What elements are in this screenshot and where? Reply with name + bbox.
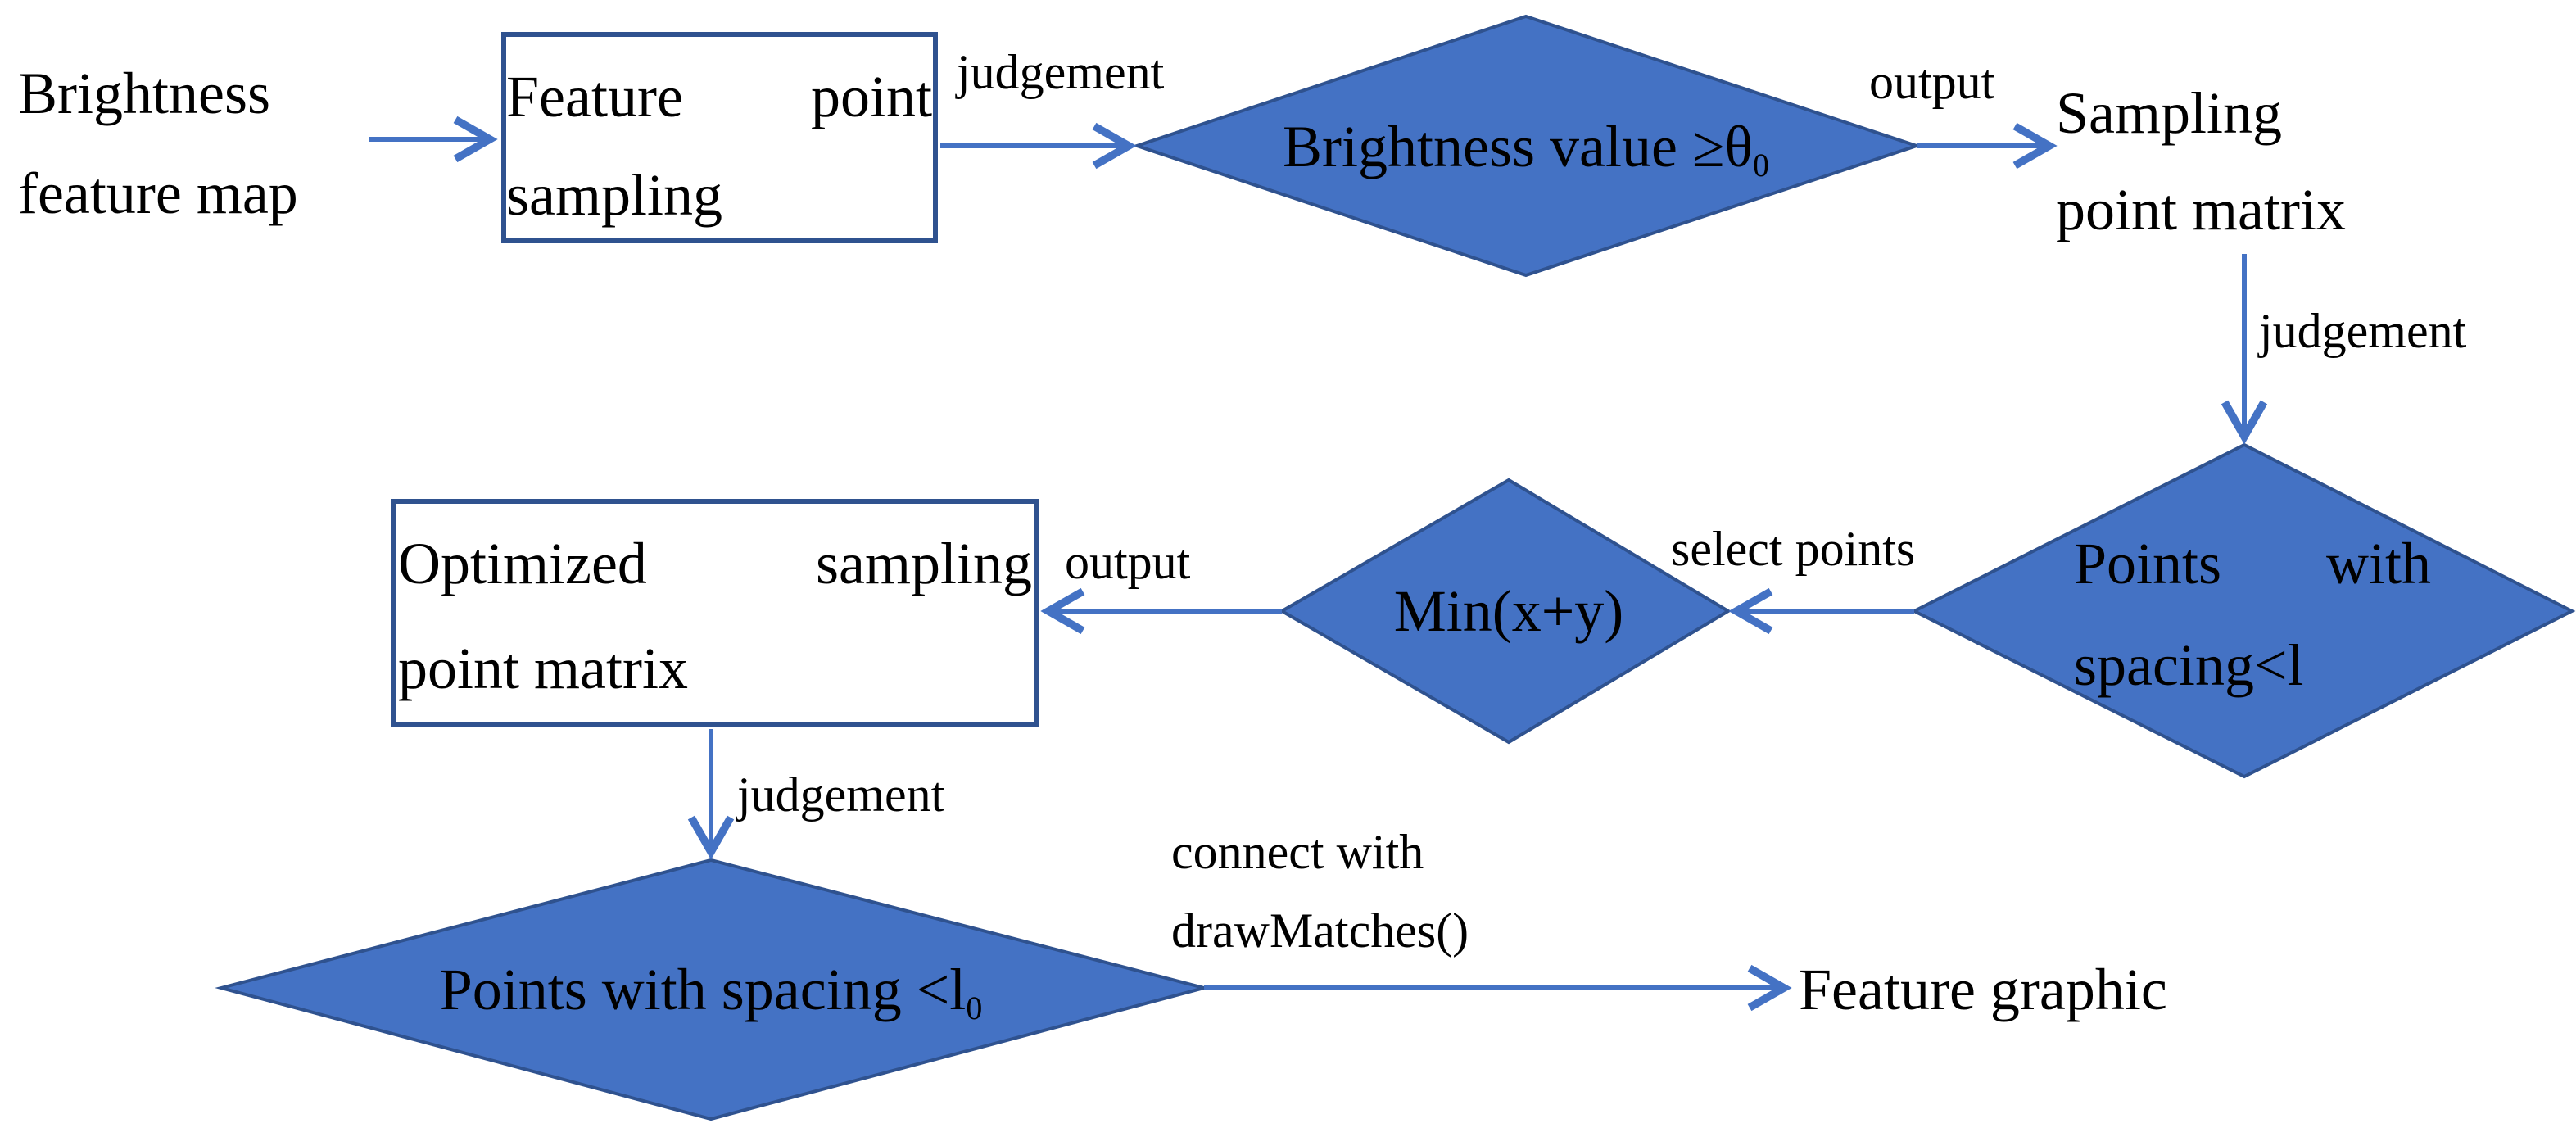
edge-label-output-2: output xyxy=(1065,535,1191,589)
spacing-l-line1-right: with xyxy=(2326,531,2431,596)
edge-label-drawmatches: drawMatches() xyxy=(1171,904,1469,958)
spacing-l0-subscript: 0 xyxy=(966,990,982,1026)
spacing-l-line1-left: Points xyxy=(2074,531,2221,596)
optimized-line1-right: sampling xyxy=(816,531,1032,596)
min-xy-diamond xyxy=(1279,478,1732,745)
points-spacing-l-diamond xyxy=(1910,442,2576,779)
feature-sampling-line2: sampling xyxy=(506,162,722,228)
edge-label-output-1: output xyxy=(1869,55,1995,109)
feature-sampling-line1-right: point xyxy=(811,64,932,129)
brightness-value-label: Brightness value ≥θ0 xyxy=(1283,114,1769,183)
spacing-l0-text: Points with spacing <l xyxy=(440,957,967,1022)
edge-label-connect-with: connect with xyxy=(1171,825,1424,879)
spacing-l0-label: Points with spacing <l0 xyxy=(440,957,983,1026)
edge-label-judgement-2: judgement xyxy=(2257,304,2467,358)
sampling-matrix-line2: point matrix xyxy=(2056,177,2346,242)
feature-graphic-label: Feature graphic xyxy=(1799,957,2167,1022)
spacing-l-line2: spacing<l xyxy=(2074,632,2304,698)
optimized-sampling-matrix-box xyxy=(391,499,1039,727)
brightness-map-line1: Brightness xyxy=(18,61,270,126)
feature-sampling-line1-left: Feature xyxy=(506,64,683,129)
min-xy-label: Min(x+y) xyxy=(1394,578,1624,644)
edge-label-judgement-3: judgement xyxy=(736,768,945,822)
feature-point-sampling-box xyxy=(501,32,938,243)
optimized-line1-left: Optimized xyxy=(398,531,647,596)
brightness-value-subscript: 0 xyxy=(1753,147,1769,183)
brightness-map-line2: feature map xyxy=(18,161,298,226)
sampling-matrix-line1: Sampling xyxy=(2056,80,2282,146)
optimized-line2: point matrix xyxy=(398,636,688,701)
edge-label-select-points: select points xyxy=(1671,522,1915,576)
edge-label-judgement-1: judgement xyxy=(955,45,1165,99)
brightness-value-text: Brightness value ≥θ xyxy=(1283,114,1753,179)
